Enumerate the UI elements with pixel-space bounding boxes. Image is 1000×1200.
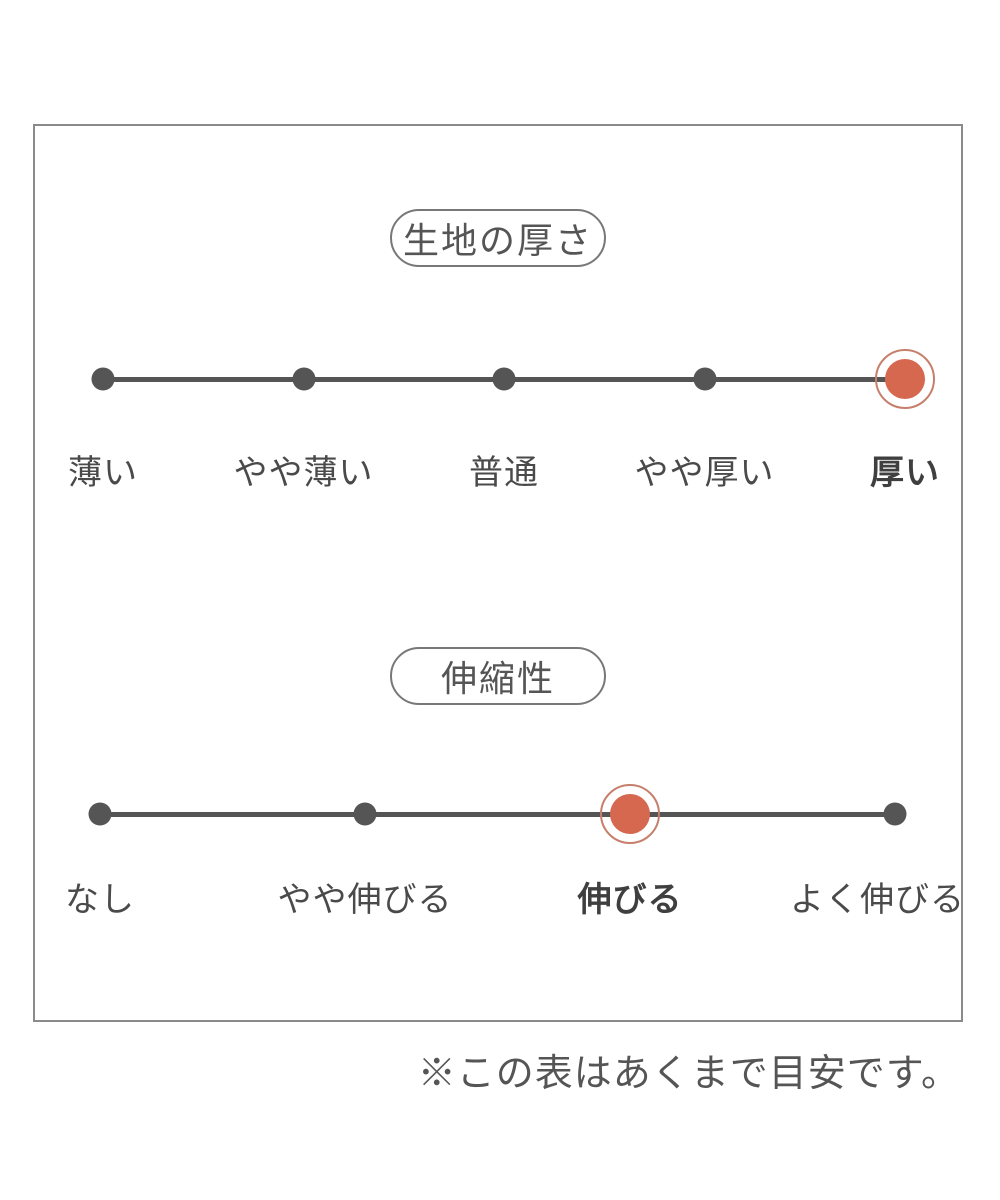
- scale-label: やや伸びる: [277, 881, 453, 919]
- scale-title-thickness: 生地の厚さ: [402, 220, 593, 261]
- scale-dot: [292, 367, 315, 391]
- scale-label: 厚い: [870, 454, 940, 492]
- scale-dot: [492, 367, 516, 391]
- scale-title-pill-stretch: 伸縮性: [390, 647, 606, 705]
- scale-label: 薄い: [68, 454, 138, 492]
- scale-title-stretch: 伸縮性: [440, 658, 555, 699]
- scale-label: やや厚い: [634, 454, 775, 492]
- scale-labels-thickness: 薄い やや薄い 普通 やや厚い 厚い: [68, 445, 939, 492]
- scale-line: [100, 811, 895, 817]
- scale-dot: [91, 367, 115, 391]
- disclaimer-footnote: ※この表はあくまで目安です。: [417, 1053, 960, 1095]
- scale-dot-active: [875, 349, 935, 409]
- scale-label: なし: [65, 881, 135, 919]
- scale-dot: [693, 367, 716, 391]
- scale-dot-active: [599, 784, 660, 844]
- scale-label: 伸びる: [577, 881, 683, 919]
- scale-dot: [353, 802, 377, 826]
- scale-label: よく伸びる: [790, 881, 965, 919]
- scale-title-pill-thickness: 生地の厚さ: [390, 209, 606, 267]
- scale-label: 普通: [469, 454, 539, 492]
- scale-label: やや薄い: [233, 454, 374, 492]
- scale-labels-stretch: なし やや伸びる 伸びる よく伸びる: [65, 872, 964, 919]
- scale-dot: [883, 802, 907, 826]
- guide-frame: 生地の厚さ 薄い やや薄い 普通 やや厚い 厚い 伸縮性 なし やや伸びる 伸びる よく伸びる: [33, 124, 964, 1022]
- scale-dot: [88, 802, 112, 826]
